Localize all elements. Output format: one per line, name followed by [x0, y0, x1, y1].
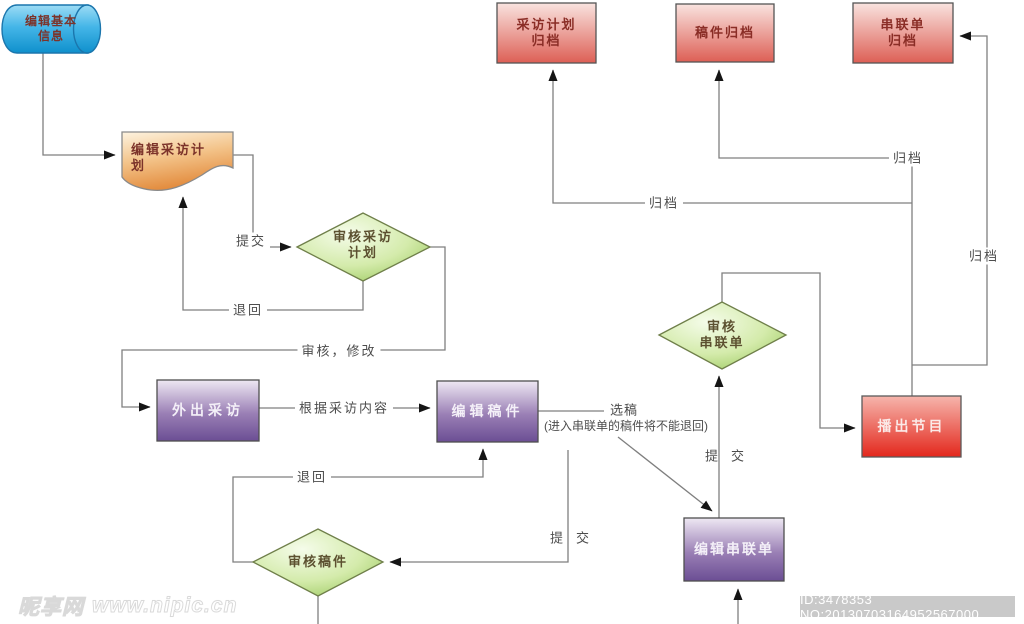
watermark-url: www.nipic.cn [92, 594, 238, 618]
cylinder-edit-basic-info [1, 4, 102, 54]
connector-archive-rundown-branch [912, 31, 988, 366]
rect-broadcast-program [861, 395, 962, 458]
diamond-review-manuscript [251, 528, 385, 597]
watermark-id-bar: ID:3478353 NO:20130703164952567000 [800, 592, 1015, 622]
watermark-nipic: 昵享网 www.nipic.cn [18, 592, 237, 620]
edge-label-based-on-interview: 根据采访内容 [294, 399, 394, 417]
diamond-review-interview-plan [295, 212, 432, 282]
rect-go-out-interview [156, 379, 260, 442]
watermark-brand: 昵享网 [18, 596, 84, 620]
connector-broadcast-archive-main [714, 69, 913, 396]
edge-label-submit-manuscript: 提交 [549, 530, 603, 546]
edge-label-submit-rundown: 提交 [704, 448, 758, 464]
connector-select-to-rundown [617, 436, 713, 512]
edge-label-select-manuscript: 选稿 [609, 402, 639, 418]
edge-label-select-note: (进入串联单的稿件将不能退回) [544, 419, 708, 433]
connector-reviewrd-to-broadcast [721, 272, 856, 433]
edge-label-submit-plan: 提交 [231, 232, 271, 250]
connector-reviewplan-return [178, 196, 364, 311]
edge-label-return-manuscript: 退回 [292, 468, 332, 486]
edge-label-return-plan: 退回 [228, 301, 268, 319]
rect-edit-manuscript [436, 380, 539, 443]
rect-edit-rundown [683, 517, 785, 582]
connector-reviewplan-to-interview [121, 246, 446, 412]
connector-plan-to-reviewplan [233, 154, 292, 252]
edge-label-archive-rundown: 归档 [964, 247, 1004, 265]
document-edit-interview-plan [121, 131, 234, 192]
connector-archive-plan-branch [548, 69, 912, 204]
edge-label-archive-manuscript: 归档 [888, 149, 928, 167]
edge-label-review-modify: 审核，修改 [297, 342, 381, 360]
connector-reviewms-return [232, 448, 488, 563]
rect-manuscript-archive [675, 3, 775, 63]
rect-interview-plan-archive [496, 2, 597, 64]
edge-label-archive-plan: 归档 [644, 194, 684, 212]
rect-rundown-archive [852, 2, 954, 64]
connector-manuscript-submit-review [389, 450, 569, 567]
connector-basicinfo-to-plan [42, 53, 116, 160]
diamond-review-rundown [657, 301, 788, 370]
